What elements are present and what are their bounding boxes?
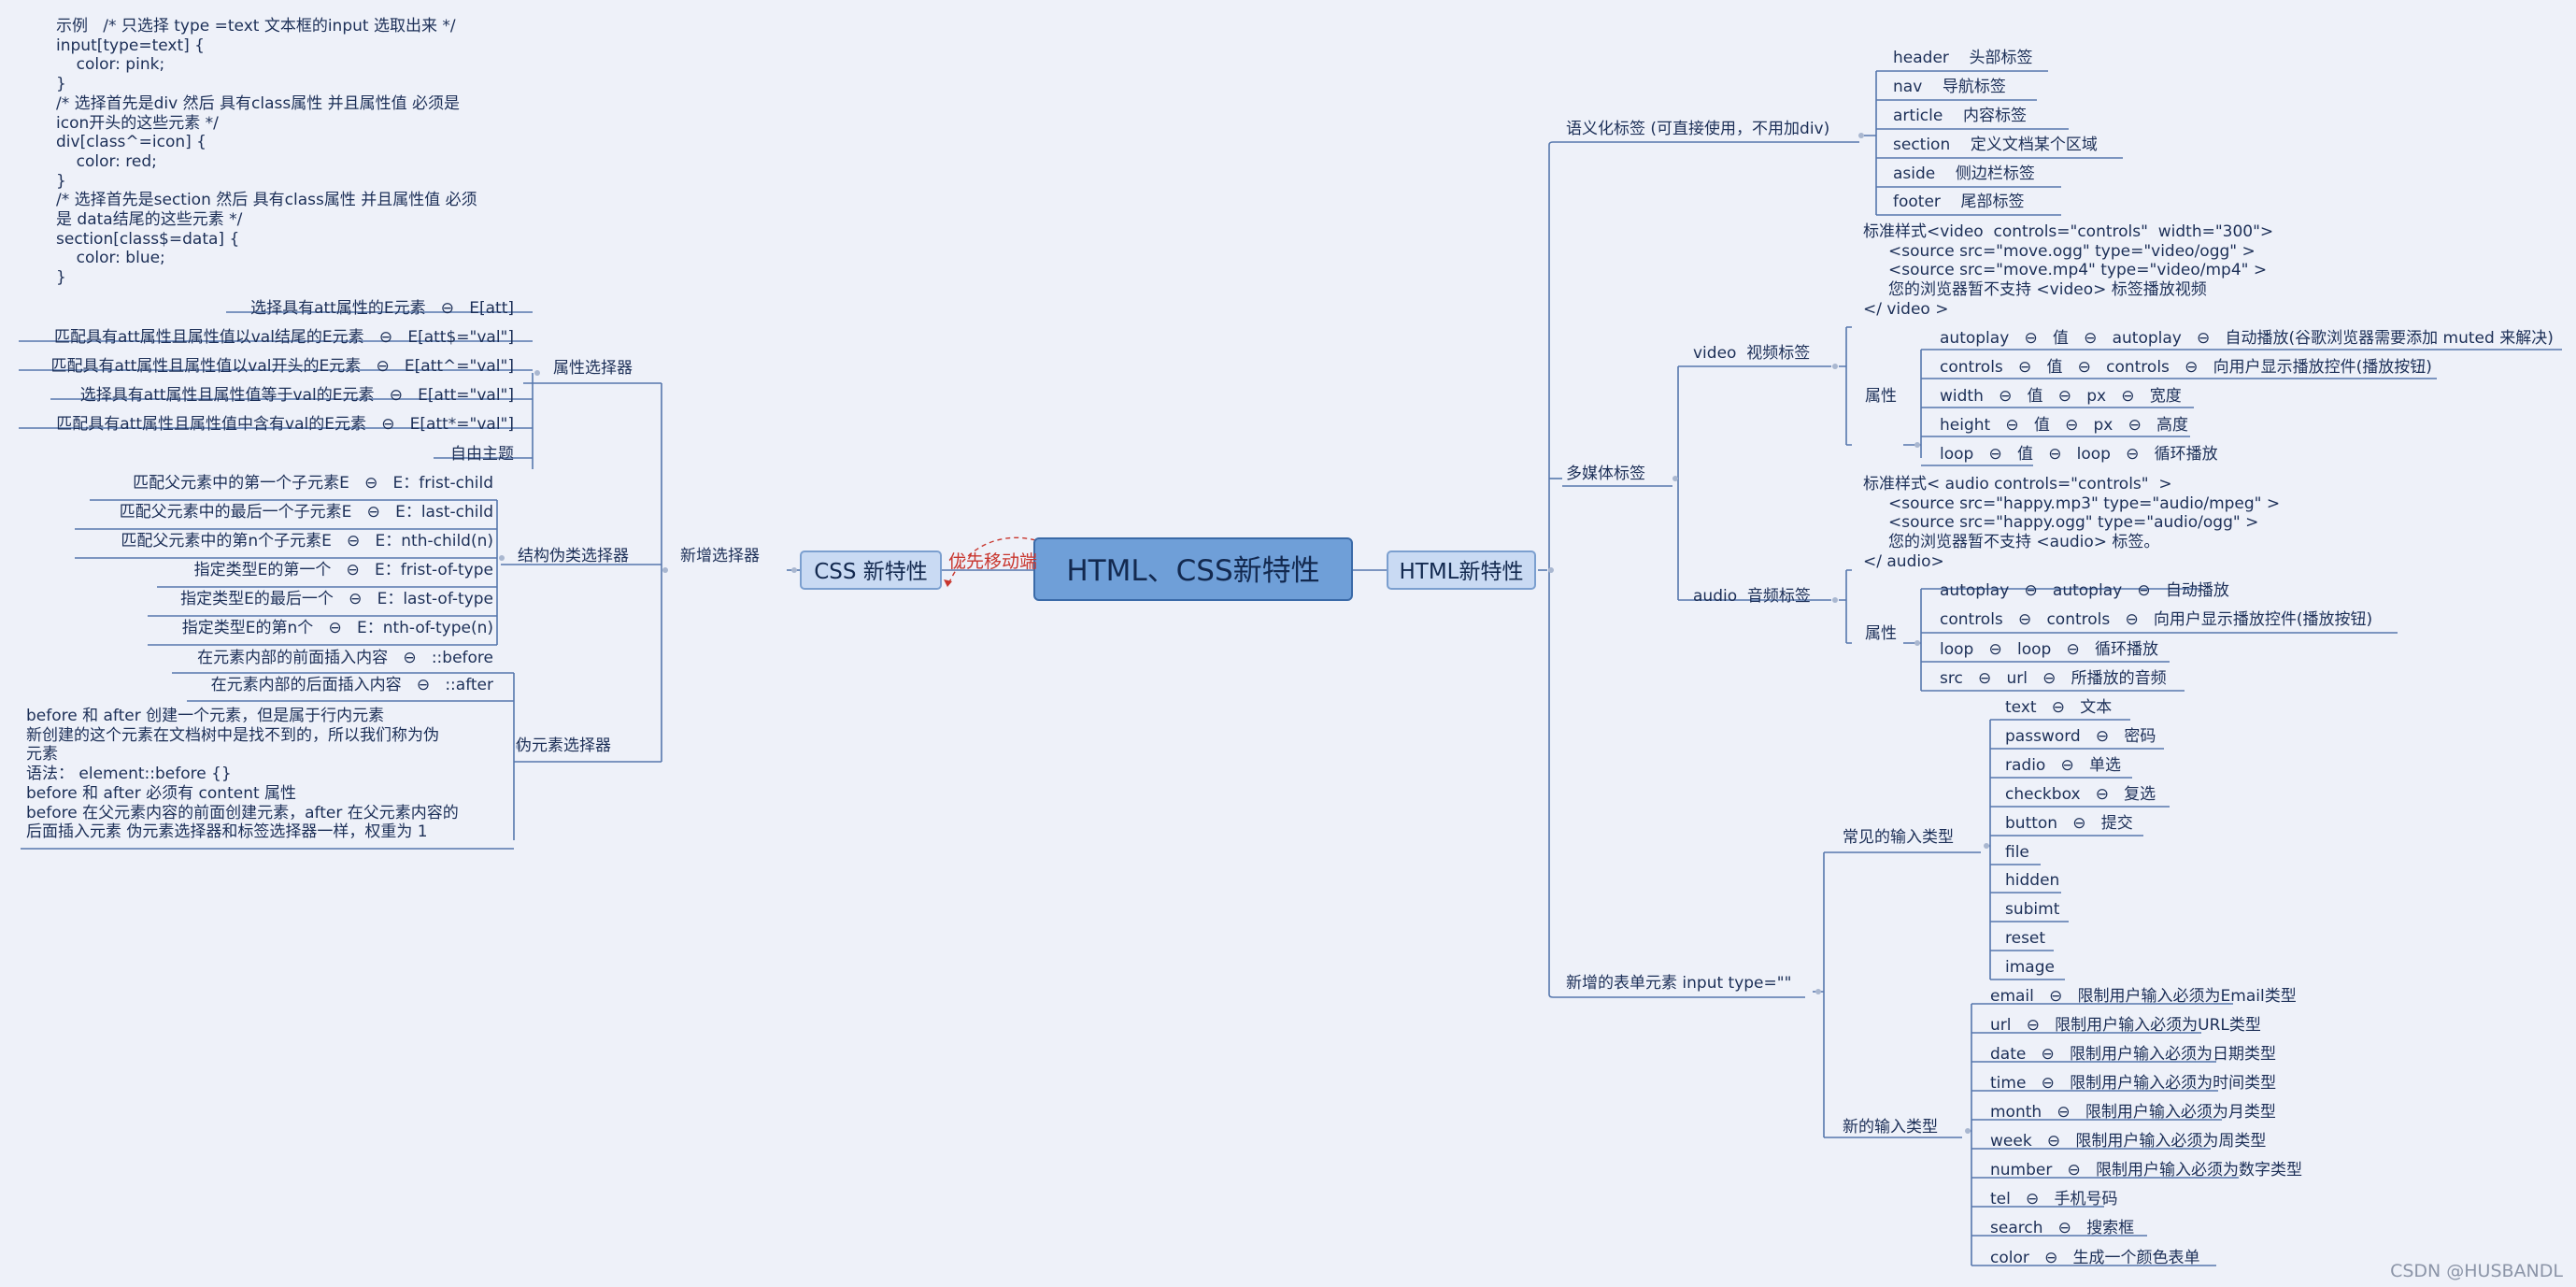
video-attr-width[interactable]: width ⊖ 值 ⊖ px ⊖ 宽度 (1940, 387, 2182, 406)
new-input-type-time[interactable]: time ⊖ 限制用户输入必须为时间类型 (1990, 1074, 2277, 1093)
node-semantic-tags[interactable]: 语义化标签 (可直接使用，不用加div) (1566, 120, 1830, 138)
node-structural-pseudo-classes[interactable]: 结构伪类选择器 (518, 547, 629, 565)
new-input-type-color[interactable]: color ⊖ 生成一个颜色表单 (1990, 1249, 2200, 1267)
new-input-type-week[interactable]: week ⊖ 限制用户输入必须为周类型 (1990, 1132, 2267, 1151)
semantic-tag-footer[interactable]: footer 尾部标签 (1893, 193, 2025, 211)
topic-css-new-features[interactable]: CSS 新特性 (800, 551, 942, 590)
relation-label: 优先移动端 (948, 551, 1038, 572)
pseudo-element-2[interactable]: 在元素内部的后面插入内容 ⊖ ::after (210, 676, 493, 694)
semantic-tag-nav[interactable]: nav 导航标签 (1893, 78, 2006, 96)
attribute-selector-3[interactable]: 匹配具有att属性且属性值以val开头的E元素 ⊖ E[att^="val"] (50, 357, 514, 376)
node-multimedia-tags[interactable]: 多媒体标签 (1566, 465, 1645, 483)
audio-attr-loop[interactable]: loop ⊖ loop ⊖ 循环播放 (1940, 640, 2158, 659)
input-type-file[interactable]: file (2005, 843, 2029, 862)
structural-selector-5[interactable]: 指定类型E的最后一个 ⊖ E：last-of-type (180, 590, 493, 608)
node-video-tag[interactable]: video 视频标签 (1693, 344, 1811, 363)
semantic-tag-article[interactable]: article 内容标签 (1893, 107, 2027, 125)
audio-attr-autoplay[interactable]: autoplay ⊖ autoplay ⊖ 自动播放 (1940, 581, 2229, 600)
input-type-image[interactable]: image (2005, 958, 2055, 977)
video-attr-controls[interactable]: controls ⊖ 值 ⊖ controls ⊖ 向用户显示播放控件(播放按钮… (1940, 358, 2432, 377)
video-code-sample: 标准样式<video controls="controls" width="30… (1863, 222, 2274, 319)
attribute-selector-1[interactable]: 选择具有att属性的E元素 ⊖ E[att] (250, 299, 514, 318)
node-video-attributes[interactable]: 属性 (1865, 387, 1897, 406)
attribute-selector-4[interactable]: 选择具有att属性且属性值等于val的E元素 ⊖ E[att="val"] (79, 386, 514, 405)
audio-attr-src[interactable]: src ⊖ url ⊖ 所播放的音频 (1940, 669, 2167, 688)
input-type-subimt[interactable]: subimt (2005, 900, 2060, 919)
new-input-type-email[interactable]: email ⊖ 限制用户输入必须为Email类型 (1990, 987, 2297, 1006)
node-pseudo-elements[interactable]: 伪元素选择器 (516, 736, 611, 755)
central-topic[interactable]: HTML、CSS新特性 (1033, 537, 1353, 601)
css-example-code: 示例 /* 只选择 type =text 文本框的input 选取出来 */ i… (56, 17, 477, 288)
node-form-elements[interactable]: 新增的表单元素 input type="" (1566, 974, 1792, 993)
new-input-type-number[interactable]: number ⊖ 限制用户输入必须为数字类型 (1990, 1161, 2303, 1180)
attribute-selector-2[interactable]: 匹配具有att属性且属性值以val结尾的E元素 ⊖ E[att$="val"] (53, 328, 514, 347)
input-type-password[interactable]: password ⊖ 密码 (2005, 727, 2156, 746)
video-attr-autoplay[interactable]: autoplay ⊖ 值 ⊖ autoplay ⊖ 自动播放(谷歌浏览器需要添加… (1940, 329, 2554, 348)
input-type-button[interactable]: button ⊖ 提交 (2005, 814, 2133, 833)
node-audio-attributes[interactable]: 属性 (1865, 624, 1897, 643)
input-type-radio[interactable]: radio ⊖ 单选 (2005, 756, 2121, 775)
watermark: CSDN @HUSBANDL (2390, 1261, 2563, 1281)
structural-selector-1[interactable]: 匹配父元素中的第一个子元素E ⊖ E：frist-child (133, 474, 493, 493)
structural-selector-3[interactable]: 匹配父元素中的第n个子元素E ⊖ E：nth-child(n) (121, 532, 493, 551)
new-input-type-tel[interactable]: tel ⊖ 手机号码 (1990, 1190, 2118, 1208)
semantic-tag-section[interactable]: section 定义文档某个区域 (1893, 136, 2098, 154)
video-attr-height[interactable]: height ⊖ 值 ⊖ px ⊖ 高度 (1940, 416, 2189, 435)
input-type-text[interactable]: text ⊖ 文本 (2005, 698, 2113, 717)
semantic-tag-header[interactable]: header 头部标签 (1893, 49, 2033, 67)
audio-attr-controls[interactable]: controls ⊖ controls ⊖ 向用户显示播放控件(播放按钮) (1940, 610, 2373, 629)
input-type-hidden[interactable]: hidden (2005, 871, 2060, 890)
structural-selector-6[interactable]: 指定类型E的第n个 ⊖ E：nth-of-type(n) (181, 619, 493, 637)
node-new-input-types[interactable]: 新的输入类型 (1843, 1118, 1938, 1137)
node-audio-tag[interactable]: audio 音频标签 (1693, 587, 1811, 606)
topic-html-new-features[interactable]: HTML新特性 (1387, 551, 1536, 590)
input-type-reset[interactable]: reset (2005, 929, 2046, 948)
new-input-type-month[interactable]: month ⊖ 限制用户输入必须为月类型 (1990, 1103, 2276, 1122)
semantic-tag-aside[interactable]: aside 侧边栏标签 (1893, 164, 2035, 183)
input-type-checkbox[interactable]: checkbox ⊖ 复选 (2005, 785, 2156, 804)
attribute-selector-5[interactable]: 匹配具有att属性且属性值中含有val的E元素 ⊖ E[att*="val"] (56, 415, 514, 434)
node-new-selectors[interactable]: 新增选择器 (680, 547, 760, 565)
pseudo-element-1[interactable]: 在元素内部的前面插入内容 ⊖ ::before (197, 649, 493, 667)
node-common-input-types[interactable]: 常见的输入类型 (1843, 828, 1954, 847)
node-attribute-selectors[interactable]: 属性选择器 (553, 359, 633, 378)
structural-selector-2[interactable]: 匹配父元素中的最后一个子元素E ⊖ E：last-child (119, 503, 493, 522)
new-input-type-date[interactable]: date ⊖ 限制用户输入必须为日期类型 (1990, 1045, 2276, 1064)
pseudo-element-note: before 和 after 创建一个元素，但是属于行内元素 新创建的这个元素在… (26, 707, 459, 842)
new-input-type-search[interactable]: search ⊖ 搜索框 (1990, 1219, 2135, 1237)
attribute-selector-6[interactable]: 自由主题 (450, 445, 514, 464)
video-attr-loop[interactable]: loop ⊖ 值 ⊖ loop ⊖ 循环播放 (1940, 445, 2218, 464)
new-input-type-url[interactable]: url ⊖ 限制用户输入必须为URL类型 (1990, 1016, 2261, 1035)
structural-selector-4[interactable]: 指定类型E的第一个 ⊖ E：frist-of-type (193, 561, 493, 579)
audio-code-sample: 标准样式< audio controls="controls" > <sourc… (1863, 475, 2281, 571)
